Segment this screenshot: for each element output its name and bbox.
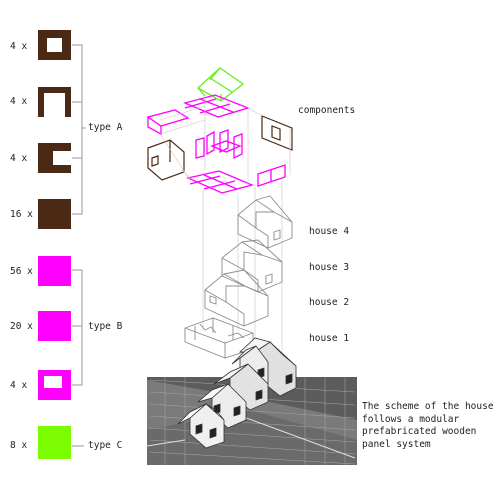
- count-label-b1: 56 x: [10, 266, 33, 277]
- count-label-a1: 4 x: [10, 41, 28, 52]
- house-3-outline: [221, 239, 283, 293]
- house-4-label: house 4: [309, 226, 350, 237]
- panel-b-opening-swatch: [38, 370, 71, 400]
- houses-stack: [184, 195, 293, 359]
- group-brackets: [72, 44, 86, 447]
- assembled-houses: [177, 337, 297, 449]
- count-label-a4: 16 x: [10, 209, 33, 220]
- components-group: [146, 67, 293, 360]
- panel-b-solid-swatch: [38, 256, 71, 286]
- panel-c-swatch: [38, 426, 71, 459]
- caption-text: The scheme of the house follows a modula…: [362, 401, 494, 450]
- house-4-outline: [237, 195, 293, 249]
- count-label-a3: 4 x: [10, 153, 28, 164]
- type-c-label: type C: [88, 440, 123, 451]
- type-a-label: type A: [88, 122, 123, 133]
- house-2-label: house 2: [309, 297, 350, 308]
- type-b-label: type B: [88, 321, 123, 332]
- panel-b-solid-2-swatch: [38, 311, 71, 341]
- panel-a-window-swatch: [38, 30, 71, 60]
- count-label-a2: 4 x: [10, 96, 28, 107]
- house-3-label: house 3: [309, 262, 350, 273]
- panel-a-door-swatch: [38, 87, 71, 117]
- components-label: components: [298, 105, 356, 116]
- house-2-outline: [204, 269, 269, 327]
- count-label-b3: 4 x: [10, 380, 28, 391]
- count-label-b2: 20 x: [10, 321, 33, 332]
- panel-a-notch-swatch: [38, 143, 71, 173]
- panel-a-solid-swatch: [38, 199, 71, 229]
- count-label-c1: 8 x: [10, 440, 28, 451]
- house-1-label: house 1: [309, 333, 350, 344]
